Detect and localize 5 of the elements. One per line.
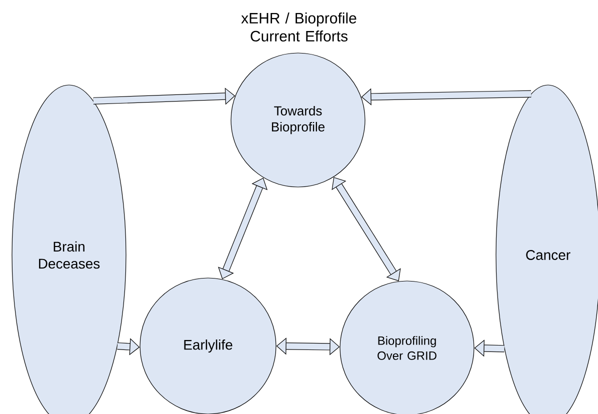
block-arrow bbox=[332, 177, 401, 282]
circle-node: Towards Bioprofile bbox=[230, 52, 366, 188]
ellipse-node: Cancer bbox=[496, 84, 598, 414]
title: xEHR / Bioprofile Current Efforts bbox=[241, 12, 356, 42]
block-arrow bbox=[93, 88, 236, 105]
